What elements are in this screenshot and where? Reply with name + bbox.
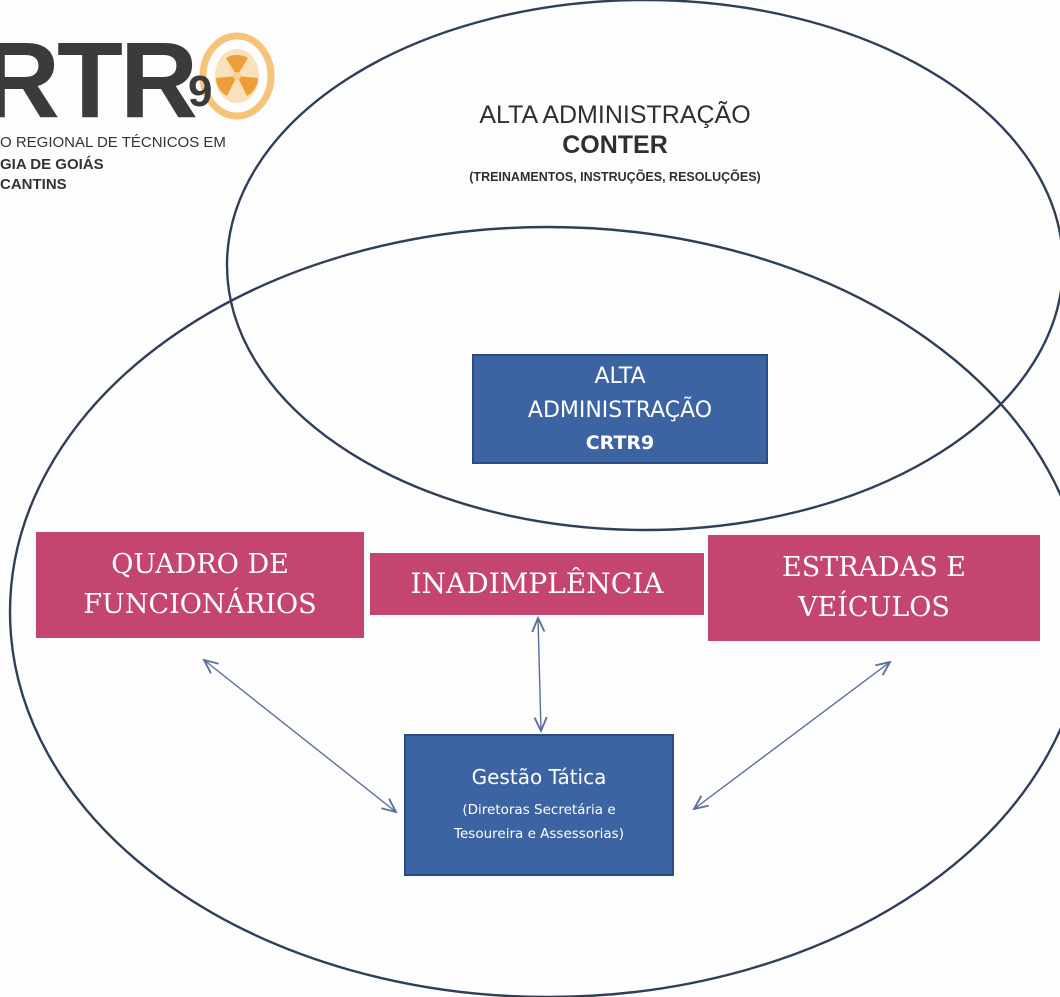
crtr9-box-line-1: ALTA — [594, 364, 646, 389]
estradas-line-2: VEÍCULOS — [798, 592, 950, 623]
gestao-tatica-desc-line-2: Tesoureira e Assessorias) — [454, 826, 624, 842]
quadro-funcionarios-box: QUADRO DE FUNCIONÁRIOS — [36, 532, 364, 638]
estradas-line-1: ESTRADAS E — [782, 552, 966, 583]
gestao-tatica-title: Gestão Tática — [471, 765, 607, 789]
arrow-inadimplencia-to-tactic — [538, 618, 541, 731]
logo-wordmark: RTR — [0, 34, 198, 134]
crtr9-administration-box: ALTA ADMINISTRAÇÃO CRTR9 — [472, 354, 768, 464]
top-ellipse — [225, 0, 1060, 532]
top-ellipse-title: ALTA ADMINISTRAÇÃO — [479, 101, 751, 129]
gestao-tatica-desc-line-1: (Diretoras Secretária e — [462, 802, 616, 818]
logo-line-3: CANTINS — [0, 176, 67, 193]
estradas-veiculos-box: ESTRADAS E VEÍCULOS — [708, 535, 1040, 641]
logo-subscript: 9 — [188, 67, 213, 116]
crtr9-box-line-3: CRTR9 — [585, 432, 655, 454]
inadimplencia-box: INADIMPLÊNCIA — [370, 553, 704, 615]
logo-line-1: O REGIONAL DE TÉCNICOS EM — [0, 134, 226, 151]
logo-line-2: GIA DE GOIÁS — [0, 156, 104, 173]
quadro-line-2: FUNCIONÁRIOS — [83, 589, 317, 620]
arrow-estradas-to-tactic — [694, 662, 890, 809]
radiation-logo-icon — [199, 32, 275, 120]
outer-ellipse — [8, 225, 1060, 997]
quadro-line-1: QUADRO DE — [111, 549, 289, 580]
gestao-tatica-box: Gestão Tática (Diretoras Secretária e Te… — [404, 734, 674, 876]
top-ellipse-note: (TREINAMENTOS, INSTRUÇÕES, RESOLUÇÕES) — [469, 170, 761, 184]
gestao-tatica-desc: (Diretoras Secretária e Tesoureira e Ass… — [406, 798, 672, 846]
inadimplencia-label: INADIMPLÊNCIA — [410, 567, 664, 600]
arrow-quadro-to-tactic — [204, 660, 396, 812]
crtr9-box-line-2: ADMINISTRAÇÃO — [527, 398, 713, 423]
top-ellipse-org: CONTER — [562, 131, 668, 159]
